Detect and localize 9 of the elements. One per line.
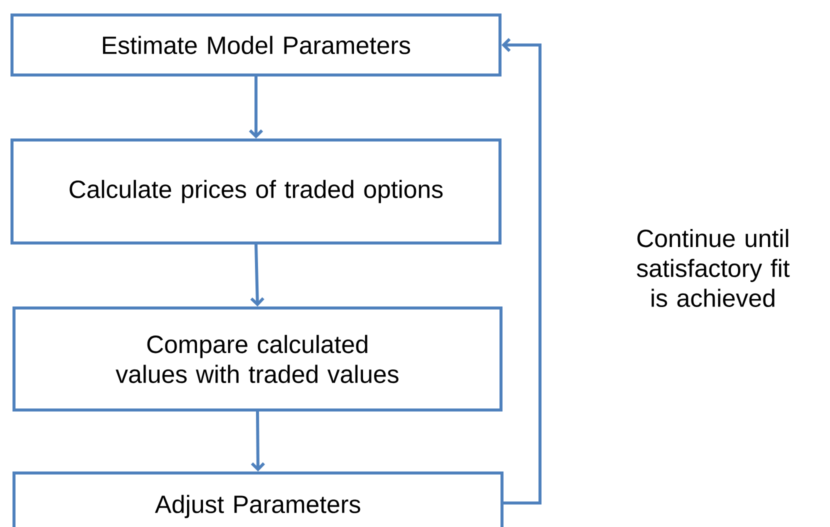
arrow <box>502 38 542 504</box>
arrow <box>250 411 265 472</box>
arrow <box>250 244 264 306</box>
note-text: Continue until satisfactory fit is achieved <box>636 228 790 308</box>
process-box: Estimate Model Parameters <box>10 14 502 76</box>
process-box: Calculate prices of traded options <box>10 138 502 244</box>
arrow <box>248 76 264 138</box>
process-box: Compare calculated values with traded values <box>12 306 502 412</box>
process-box: Adjust Parameters <box>12 472 504 527</box>
